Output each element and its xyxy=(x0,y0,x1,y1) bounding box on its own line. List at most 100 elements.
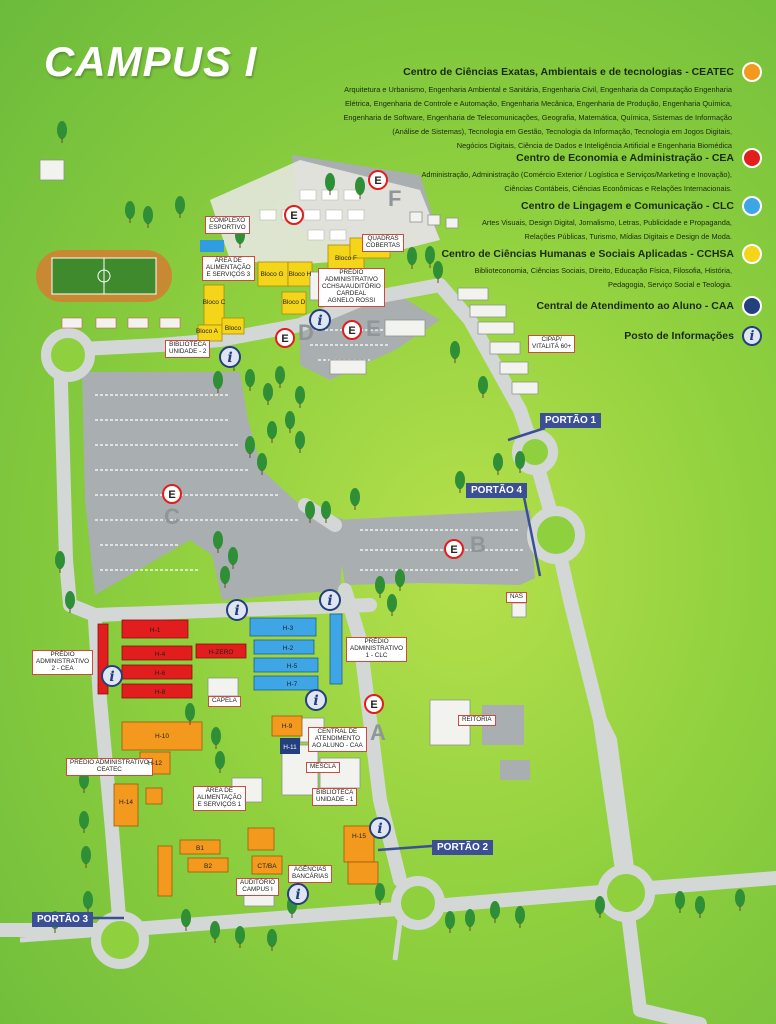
parking-letter-a: A xyxy=(370,720,386,745)
building-misc xyxy=(469,304,507,318)
building-small xyxy=(95,317,117,329)
building-nas xyxy=(511,602,527,618)
tree-icon xyxy=(235,926,245,948)
label-complexo-esportivo: COMPLEXO ESPORTIVO xyxy=(205,216,250,234)
road-south xyxy=(113,871,776,937)
tennis-court xyxy=(347,209,365,221)
gate1-line xyxy=(507,426,546,442)
legend-color-dot xyxy=(742,62,762,82)
tree-icon xyxy=(83,891,93,913)
tree-icon xyxy=(407,247,417,269)
parking-sign-icon: E xyxy=(275,328,295,348)
building-misc xyxy=(457,287,489,301)
tree-icon xyxy=(267,421,277,443)
svg-text:E: E xyxy=(374,175,381,187)
building-small xyxy=(61,317,83,329)
road-east-south xyxy=(593,713,637,897)
building-misc xyxy=(489,341,521,355)
legend-title: Central de Atendimento ao Aluno - CAA xyxy=(536,300,734,312)
tree-icon xyxy=(81,846,91,868)
parking-letter-b: B xyxy=(470,532,486,557)
label-mescla: MESCLA xyxy=(306,762,340,773)
legend-title: Centro de Ciências Exatas, Ambientais e … xyxy=(403,66,734,78)
parking-lot-reitoria-2 xyxy=(500,760,530,780)
roundabout-gate4 xyxy=(527,506,585,564)
parking-letter-d: D xyxy=(298,320,314,345)
info-point-icon: i xyxy=(305,689,327,711)
info-point-icon: i xyxy=(287,883,309,905)
tree-icon xyxy=(295,431,305,453)
building-misc xyxy=(384,319,426,337)
gate-label-4: PORTÃO 4 xyxy=(466,483,528,498)
svg-text:E: E xyxy=(290,210,297,222)
building-h7 xyxy=(253,675,319,691)
gate-label-2: PORTÃO 2 xyxy=(432,840,494,855)
legend-line: Pedagogia, Serviço Social e Teologia. xyxy=(608,280,732,289)
svg-text:i: i xyxy=(227,350,232,366)
legend-line: Negócios Digitais, Ciência de Dados e In… xyxy=(456,141,732,150)
label-area-alimentacao-3: ÁREA DE ALIMENTAÇÃO E SERVIÇOS 3 xyxy=(202,256,255,281)
building-misc xyxy=(427,214,441,226)
building-ctba xyxy=(251,855,283,875)
tree-icon xyxy=(275,366,285,388)
gate-label-1: PORTÃO 1 xyxy=(540,413,602,428)
building-bloco-g xyxy=(257,261,289,287)
building-h8 xyxy=(121,683,193,699)
legend-description: Administração, Administração (Comércio E… xyxy=(292,168,732,196)
label-predio-cea: PRÉDIO ADMINISTRATIVO 2 - CEA xyxy=(32,650,94,675)
parking-letter-c: C xyxy=(164,504,180,529)
label-nas: NAS xyxy=(506,592,527,603)
parking-lot-c xyxy=(82,372,345,600)
tennis-court xyxy=(329,229,347,241)
parking-sign-icon: E xyxy=(162,484,182,504)
building-h15 xyxy=(343,825,375,863)
svg-text:i: i xyxy=(327,593,332,609)
tree-icon xyxy=(465,909,475,931)
tree-icon xyxy=(210,921,220,943)
tennis-court xyxy=(259,209,277,221)
tree-icon xyxy=(185,703,195,725)
label-biblioteca-2: BIBLIOTECA UNIDADE - 2 xyxy=(165,340,211,358)
building-bloco-h xyxy=(287,261,313,287)
tree-icon xyxy=(213,371,223,393)
label-predio-clc: PRÉDIO ADMINISTRATIVO 1 - CLC xyxy=(346,637,408,662)
legend-color-dot xyxy=(742,244,762,264)
legend-title: Posto de Informações xyxy=(624,330,734,342)
building-h9 xyxy=(271,715,303,737)
svg-text:E: E xyxy=(370,699,377,711)
tree-icon xyxy=(228,547,238,569)
road-north-loop xyxy=(213,278,537,447)
tree-icon xyxy=(355,177,365,199)
roundabout-gate1 xyxy=(512,429,558,475)
legend-item-clc: Centro de Lingagem e Comunicação - CLC A… xyxy=(292,196,762,244)
legend-line: Biblioteconomia, Ciências Sociais, Direi… xyxy=(474,266,732,275)
legend-item-cchsa: Centro de Ciências Humanas e Sociais Apl… xyxy=(292,244,762,292)
parking-sign-icon: E xyxy=(444,539,464,559)
tree-icon xyxy=(181,909,191,931)
tree-icon xyxy=(143,206,153,228)
tree-icon xyxy=(450,341,460,363)
tree-icon xyxy=(211,727,221,749)
building-misc xyxy=(499,361,529,375)
tree-icon xyxy=(478,376,488,398)
label-auditorio-campus: AUDITÓRIO CAMPUS I xyxy=(236,878,279,896)
tree-icon xyxy=(375,883,385,905)
road-east-main xyxy=(523,433,632,897)
info-point-icon: i xyxy=(369,817,391,839)
parking-sign-icon: E xyxy=(364,694,384,714)
legend-description: Artes Visuais, Design Digital, Jornalism… xyxy=(292,216,732,244)
svg-text:E: E xyxy=(281,333,288,345)
svg-text:i: i xyxy=(109,669,114,685)
svg-text:i: i xyxy=(317,313,322,329)
tree-icon xyxy=(387,594,397,616)
legend-item-info: Posto de Informações i xyxy=(292,326,762,346)
legend-color-dot xyxy=(742,148,762,168)
svg-text:i: i xyxy=(295,887,300,903)
tree-icon xyxy=(65,591,75,613)
parking-sign-icon: E xyxy=(342,320,362,340)
swimming-pool xyxy=(200,240,224,252)
label-cipap: CIPAP/ VITALITÁ 60+ xyxy=(528,335,576,353)
legend-line: Ciências Contábeis, Ciências Econômicas … xyxy=(504,184,732,193)
roundabout-gate2 xyxy=(391,876,445,930)
